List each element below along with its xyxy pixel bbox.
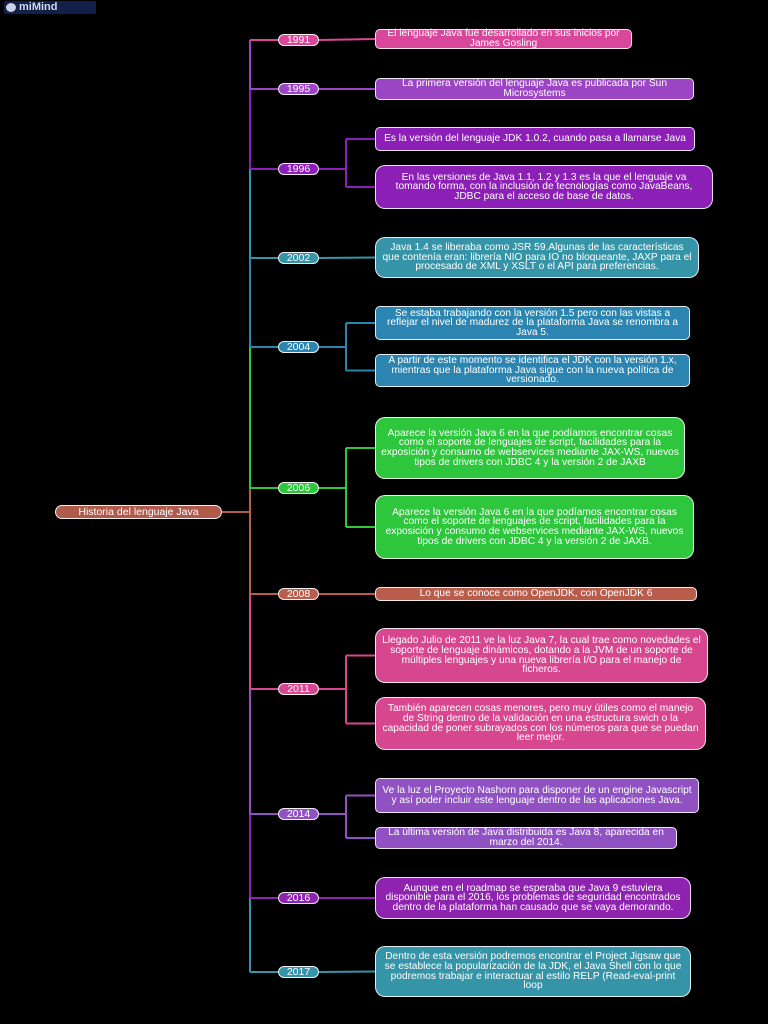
note-2008-1[interactable]: Lo que se conoce como OpenJDK, con OpenJ… [375,587,697,601]
brand-logo: miMind [4,1,96,14]
year-node-2017[interactable]: 2017 [278,966,319,978]
note-2004-1[interactable]: Se estaba trabajando con la versión 1.5 … [375,306,690,340]
note-2006-1[interactable]: Aparece la versión Java 6 en la que podí… [375,417,685,479]
note-1995-1[interactable]: La primera versión del lenguaje Java es … [375,78,694,100]
note-2006-2[interactable]: Aparece la versión Java 6 en la que podí… [375,495,694,559]
year-node-1996[interactable]: 1996 [278,163,319,175]
note-connector [318,38,376,41]
year-node-2014[interactable]: 2014 [278,808,319,820]
note-2004-2[interactable]: A partir de este momento se identifica e… [375,354,690,387]
note-connector [318,256,376,259]
year-node-2016[interactable]: 2016 [278,892,319,904]
year-node-1995[interactable]: 1995 [278,83,319,95]
root-topic[interactable]: Historia del lenguaje Java [55,505,222,519]
year-node-2008[interactable]: 2008 [278,588,319,600]
year-node-1991[interactable]: 1991 [278,34,319,46]
note-2011-2[interactable]: También aparecen cosas menores, pero muy… [375,697,706,750]
year-node-2011[interactable]: 2011 [278,683,319,695]
note-2014-1[interactable]: Ve la luz el Proyecto Nashorn para dispo… [375,778,699,813]
note-1991-1[interactable]: El lenguaje Java fue desarrollado en sus… [375,29,632,49]
note-1996-2[interactable]: En las versiones de Java 1.1, 1.2 y 1.3 … [375,165,713,209]
brand-name: miMind [19,1,58,13]
brain-icon [6,3,16,12]
note-1996-1[interactable]: Es la versión del lenguaje JDK 1.0.2, cu… [375,127,695,151]
note-2014-2[interactable]: La última versión de Java distribuida es… [375,827,677,849]
note-2011-1[interactable]: Llegado Julio de 2011 ve la luz Java 7, … [375,628,708,683]
note-connector [318,970,376,973]
note-2002-1[interactable]: Java 1.4 se liberaba como JSR 59.Algunas… [375,237,699,278]
note-2016-1[interactable]: Aunque en el roadmap se esperaba que Jav… [375,877,691,919]
year-node-2002[interactable]: 2002 [278,252,319,264]
note-2017-1[interactable]: Dentro de esta versión podremos encontra… [375,946,691,997]
year-node-2006[interactable]: 2006 [278,482,319,494]
year-node-2004[interactable]: 2004 [278,341,319,353]
